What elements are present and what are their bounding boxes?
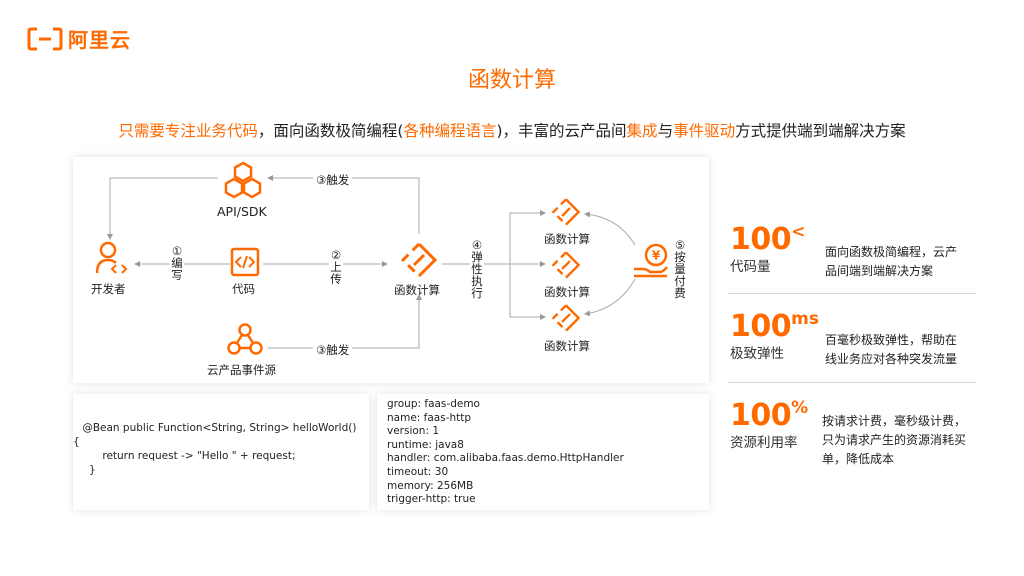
subtitle-part: 方式提供端到端解决方案 — [735, 122, 906, 140]
trigger-top-label: ③触发 — [313, 172, 353, 188]
code-line: return request -> "Hello " + request; — [79, 450, 296, 462]
stat-label: 资源利用率 — [730, 435, 798, 451]
stat-suffix: % — [791, 398, 809, 418]
config-list: group: faas-demo name: faas-http version… — [387, 398, 624, 507]
stat-description-line: 只为请求产生的资源消耗买 — [822, 433, 967, 447]
stat-description-line: 按请求计费，毫秒级计费， — [822, 414, 967, 428]
stat-description-line: 单，降低成本 — [822, 452, 895, 466]
code-label: 代码 — [232, 282, 255, 296]
subtitle-part: 与 — [657, 122, 674, 140]
stat-divider — [728, 382, 976, 383]
stat-description: 百毫秒极致弹性，帮助在 线业务应对各种突发流量 — [825, 331, 957, 369]
subtitle-part: 事件驱动 — [673, 122, 736, 140]
step-elastic-label: ④ 弹性执行 — [470, 239, 484, 299]
stat-description-line: 百毫秒极致弹性，帮助在 — [825, 333, 958, 347]
config-line: group: faas-demo — [387, 398, 480, 410]
code-window-icon — [230, 247, 260, 277]
logo-text: 阿里云 — [68, 28, 131, 52]
fc-instance-label: 函数计算 — [544, 285, 590, 299]
subtitle-part: 集成 — [626, 122, 658, 140]
code-line: { — [73, 436, 80, 448]
fc-instance-label: 函数计算 — [544, 232, 590, 246]
developer-label: 开发者 — [91, 282, 126, 296]
function-compute-icon — [550, 250, 582, 280]
stat-value: 100 — [730, 398, 792, 433]
stat-label: 极致弹性 — [730, 346, 784, 362]
step-upload-label: ② 上传 — [329, 249, 343, 285]
step-pay-label: ⑤ 按量付费 — [673, 239, 687, 299]
function-compute-icon — [400, 241, 438, 279]
stat-suffix: < — [791, 222, 806, 242]
step-elastic-number: ④ — [471, 238, 483, 252]
stat-block-elastic: 100ms 极致弹性 — [730, 309, 819, 362]
stat-description-line: 线业务应对各种突发流量 — [825, 352, 958, 366]
config-line: memory: 256MB — [387, 479, 474, 492]
aliyun-logo: 阿里云 — [27, 24, 131, 53]
fc-center-label: 函数计算 — [394, 283, 440, 297]
trigger-bottom-label: ③触发 — [313, 342, 353, 358]
api-sdk-label: API/SDK — [217, 204, 267, 219]
code-sample-card: @Bean public Function<String, String> he… — [73, 394, 369, 510]
config-line: trigger-http: true — [387, 493, 476, 506]
stat-value: 100 — [730, 309, 792, 344]
subtitle-part: 各种编程语言 — [403, 122, 497, 140]
stat-description-line: 面向函数极简编程，云产 — [825, 245, 958, 259]
svg-text:¥: ¥ — [652, 249, 661, 263]
stat-divider — [728, 293, 976, 294]
page-title: 函数计算 — [467, 68, 556, 93]
page-subtitle: 只需要专注业务代码，面向函数极简编程(各种编程语言)，丰富的云产品间集成与事件驱… — [0, 119, 1024, 141]
config-line: version: 1 — [387, 425, 440, 438]
architecture-diagram: API/SDK ③触发 开发者 ① 编写 代码 ② 上传 函数计算 — [73, 157, 709, 383]
event-source-icon — [227, 322, 263, 356]
config-line: name: faas-http — [387, 411, 472, 424]
diagram-connectors — [107, 175, 636, 349]
step-write-label: ① 编写 — [170, 245, 184, 281]
event-source-label: 云产品事件源 — [207, 363, 276, 377]
stat-description: 按请求计费，毫秒级计费， 只为请求产生的资源消耗买 单，降低成本 — [822, 412, 966, 469]
hexagon-cluster-icon — [223, 161, 263, 199]
stat-label: 代码量 — [730, 259, 771, 275]
config-card: group: faas-demo name: faas-http version… — [377, 394, 709, 510]
code-line: } — [79, 464, 96, 476]
aliyun-logo-icon — [27, 27, 63, 50]
subtitle-part: ，面向函数极简编程( — [257, 122, 404, 140]
step-pay-number: ⑤ — [674, 238, 686, 252]
stat-block-utilization: 100% 资源利用率 — [730, 398, 808, 451]
function-compute-icon — [550, 197, 582, 227]
stat-description: 面向函数极简编程，云产 品间端到端解决方案 — [825, 243, 957, 281]
subtitle-part: )，丰富的云产品间 — [496, 122, 627, 140]
step-write-text: 编写 — [171, 256, 183, 282]
step-elastic-text: 弹性执行 — [471, 250, 483, 300]
stat-description-line: 品间端到端解决方案 — [825, 264, 934, 278]
step-write-number: ① — [171, 244, 183, 258]
stat-suffix: ms — [791, 309, 819, 329]
subtitle-part: 只需要专注业务代码 — [118, 122, 258, 140]
config-line: runtime: java8 — [387, 438, 464, 451]
developer-person-icon — [95, 241, 128, 275]
step-upload-text: 上传 — [330, 260, 342, 286]
config-line: timeout: 30 — [387, 465, 449, 478]
hand-coin-icon: ¥ — [633, 243, 671, 279]
step-pay-text: 按量付费 — [674, 250, 686, 300]
stat-value: 100 — [730, 222, 792, 257]
config-line: handler: com.alibaba.faas.demo.HttpHandl… — [387, 452, 624, 465]
function-compute-icon — [550, 303, 582, 333]
step-upload-number: ② — [330, 248, 342, 262]
code-line: @Bean public Function<String, String> he… — [79, 422, 357, 434]
fc-instance-label: 函数计算 — [544, 339, 590, 353]
stat-block-code: 100< 代码量 — [730, 222, 805, 275]
